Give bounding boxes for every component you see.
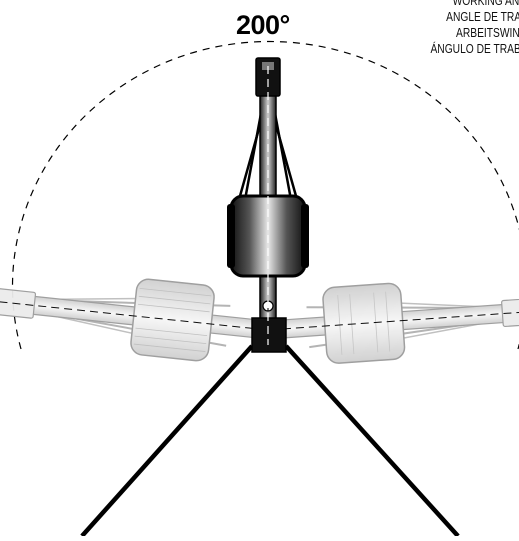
lamp-base-clamp: [251, 317, 287, 353]
working-angle-label-fr: ANGLE DE TRAVA: [445, 10, 519, 24]
working-angle-label-de: ARBEITSWINKE: [455, 26, 519, 40]
lamp-upright: [227, 57, 309, 353]
angle-value-label: 200°: [236, 10, 290, 40]
working-angle-label-en: WORKING ANGL: [452, 0, 519, 8]
working-angle-label-es: ÁNGULO DE TRABAJ: [430, 42, 519, 56]
tripod-leg-left: [80, 344, 254, 538]
ghost-lamp-right: [261, 282, 519, 364]
ghost-lamp-left: [0, 278, 275, 362]
tripod-leg-right: [284, 344, 460, 538]
working-angle-arc: [11, 40, 519, 350]
